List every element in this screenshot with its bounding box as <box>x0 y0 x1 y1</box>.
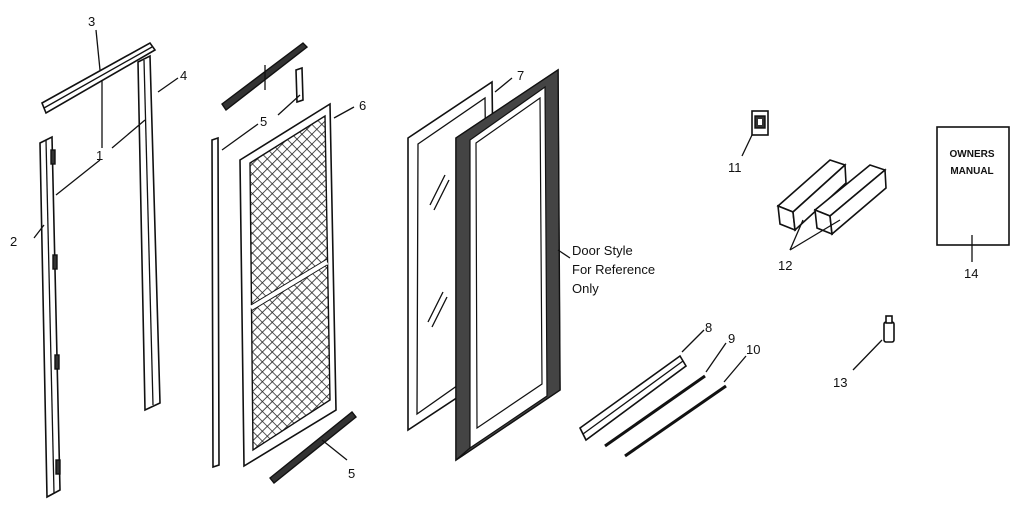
part-12-blocks <box>776 159 887 236</box>
part-5-side-strips <box>211 66 304 469</box>
label-5-top: 5 <box>260 114 267 129</box>
label-11: 11 <box>728 160 742 175</box>
label-4: 4 <box>180 68 187 83</box>
part-8-sweep-channel <box>578 354 688 442</box>
label-6: 6 <box>359 98 366 113</box>
label-14: 14 <box>964 266 978 281</box>
label-12: 12 <box>778 258 792 273</box>
part-6-screen-panel <box>239 102 337 468</box>
part-10-strip <box>624 384 727 458</box>
label-1: 1 <box>96 148 103 163</box>
note-line-1: Door Style <box>572 243 633 258</box>
note-line-2: For Reference <box>572 262 655 277</box>
manual-title-line1: OWNERS <box>950 149 995 160</box>
label-2: 2 <box>10 234 17 249</box>
door-frame-reference <box>455 68 561 462</box>
label-10: 10 <box>746 342 760 357</box>
label-13: 13 <box>833 375 847 390</box>
note-line-3: Only <box>572 281 599 296</box>
manual-title-line2: MANUAL <box>950 166 993 177</box>
part-9-strip <box>604 374 706 448</box>
part-5-bottom-expander <box>269 411 357 484</box>
leader-lines <box>33 29 973 461</box>
label-7: 7 <box>517 68 524 83</box>
label-5-bottom: 5 <box>348 466 355 481</box>
label-9: 9 <box>728 331 735 346</box>
label-8: 8 <box>705 320 712 335</box>
part-14-owners-manual <box>936 126 1010 246</box>
label-3: 3 <box>88 14 95 29</box>
part-3-top-channel <box>40 41 157 115</box>
part-11-latch <box>751 110 769 136</box>
part-4-side-rail <box>137 54 161 412</box>
part-13-plug <box>883 315 895 343</box>
part-2-hinge-rail <box>39 135 61 499</box>
